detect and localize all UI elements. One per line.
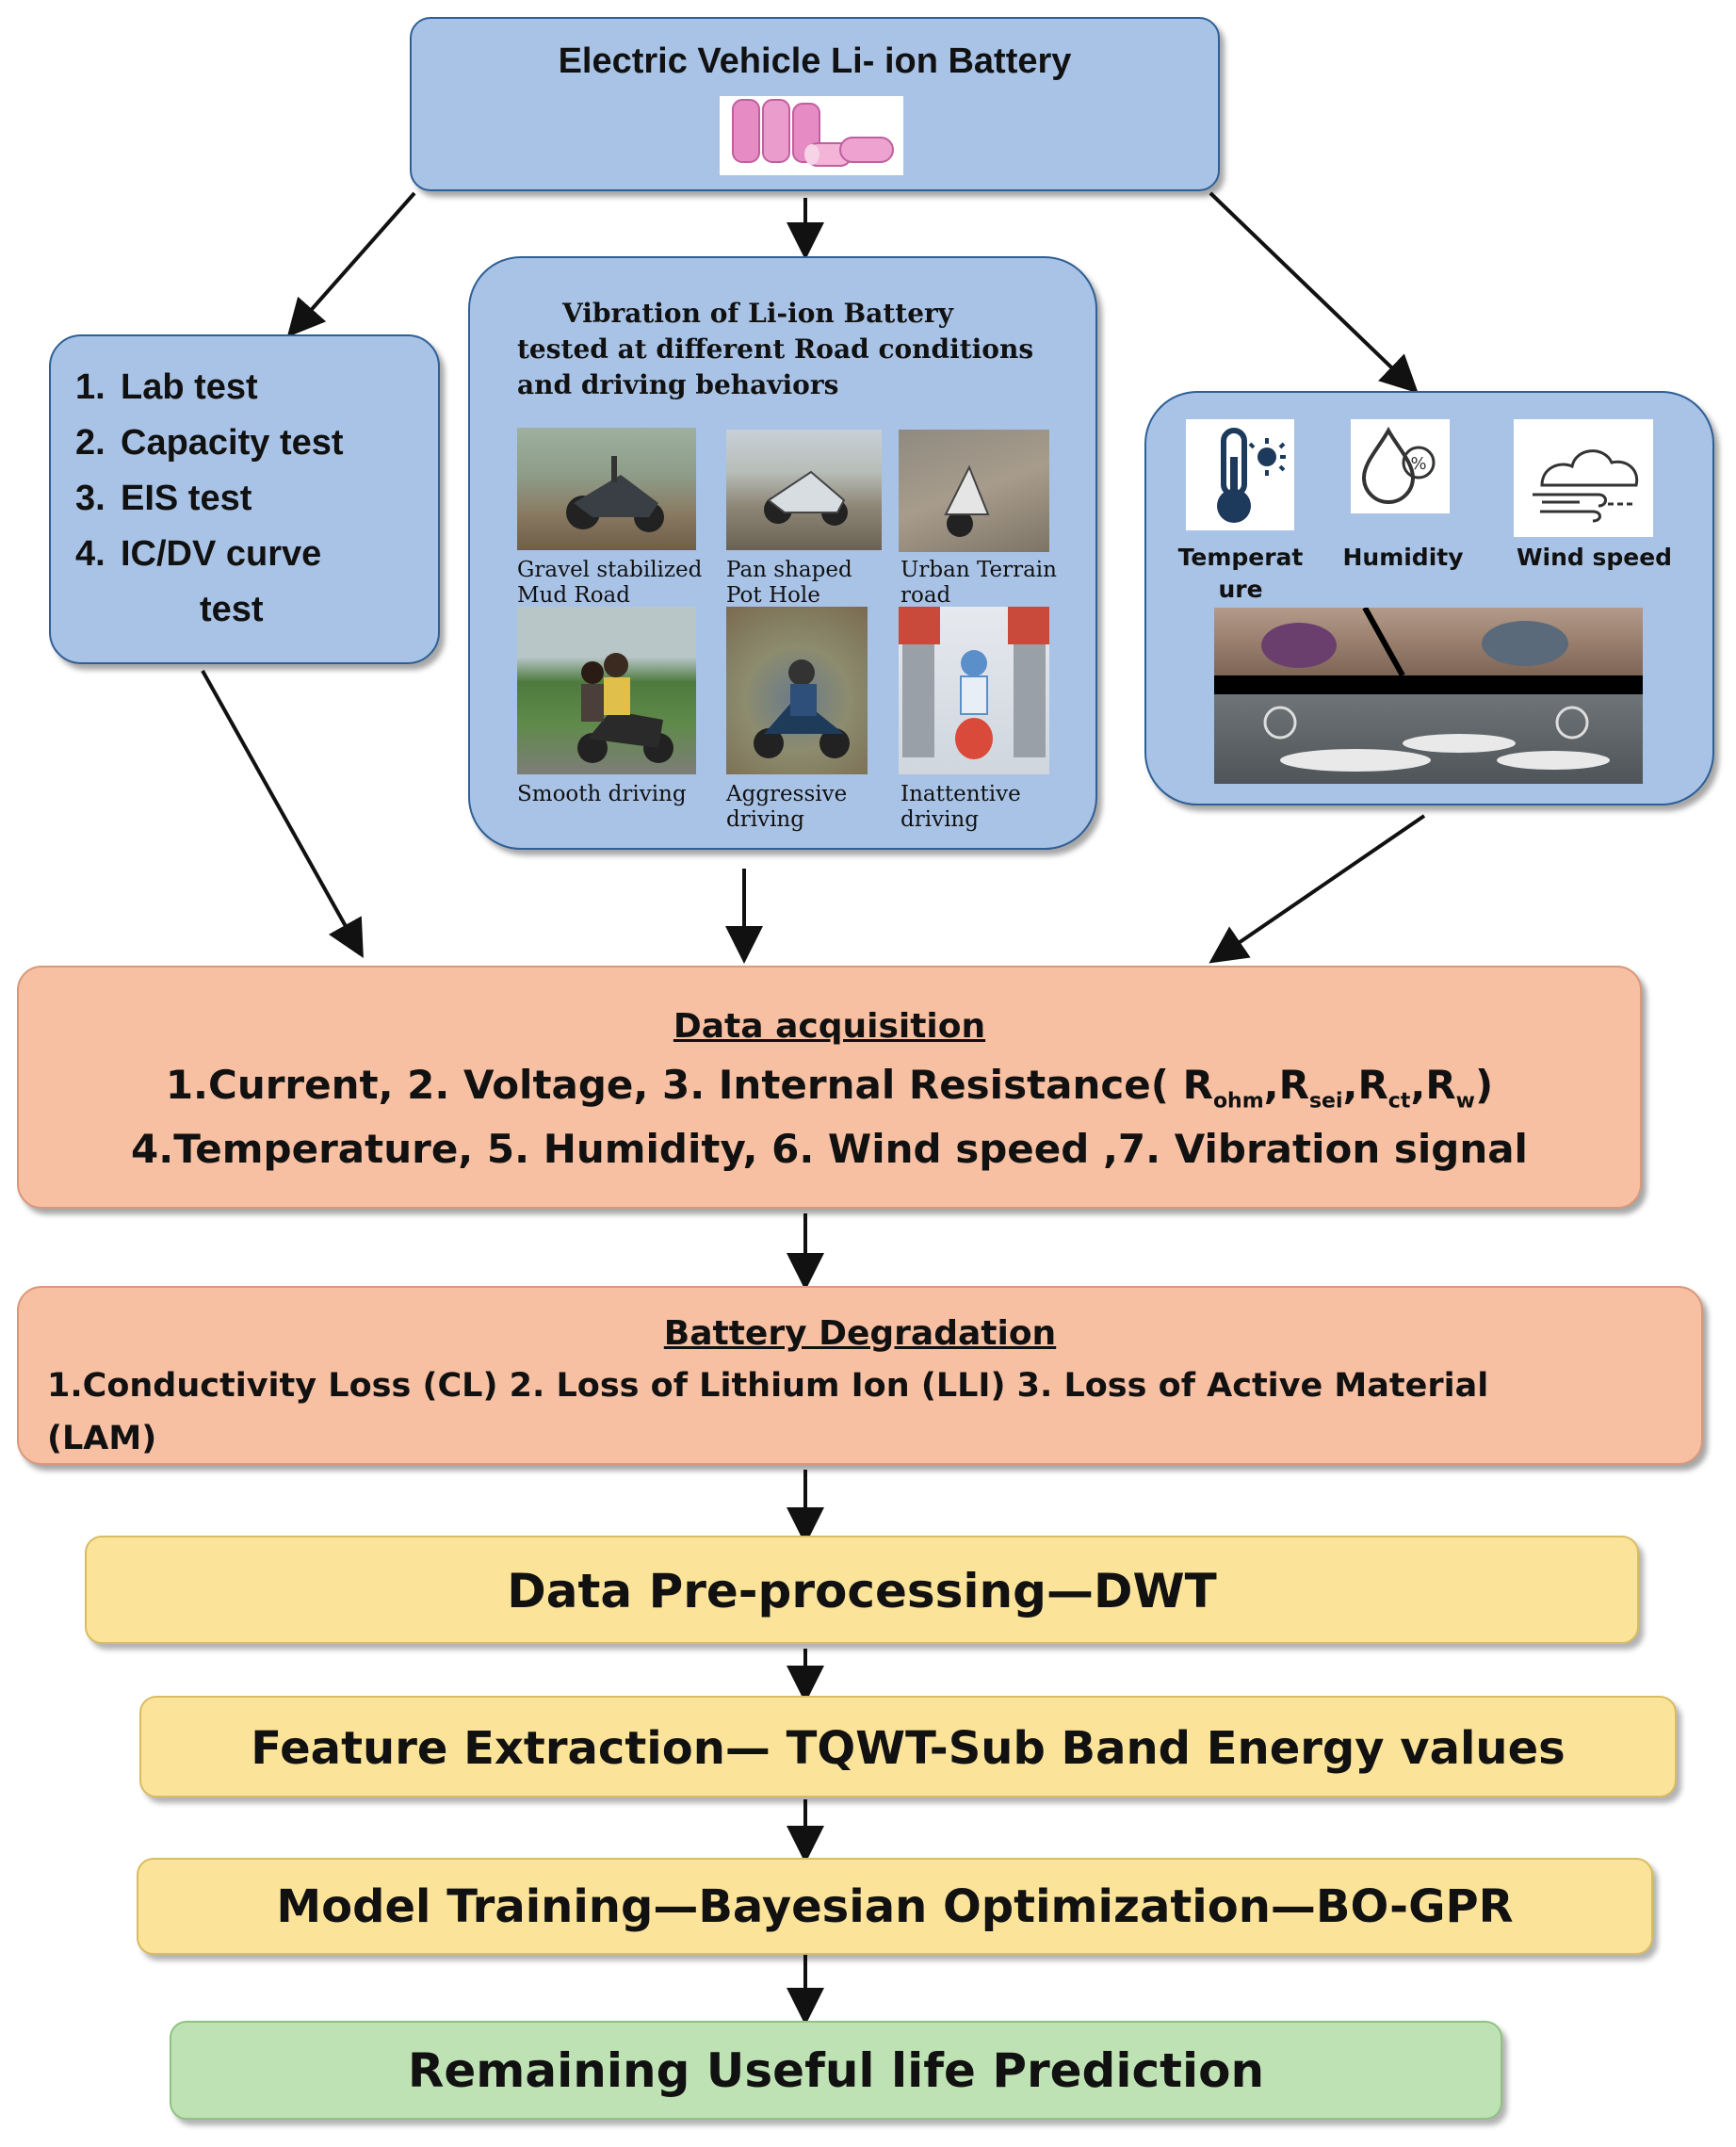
data-acquisition-title: Data acquisition — [673, 1007, 986, 1046]
model-training-label: Model Training—Bayesian Optimization—BO-… — [276, 1880, 1514, 1933]
humidity-label: Humidity — [1342, 544, 1464, 571]
lab-test-item: 2.Capacity test — [75, 423, 344, 463]
humidity-icon: % — [1351, 419, 1450, 513]
data-acquisition-line2: 4.Temperature, 5. Humidity, 6. Wind spee… — [131, 1126, 1528, 1172]
photo-pot-hole — [726, 430, 882, 550]
feature-extraction-box: Feature Extraction— TQWT-Sub Band Energy… — [139, 1696, 1677, 1797]
preprocessing-box: Data Pre-processing—DWT — [85, 1536, 1639, 1644]
model-training-box: Model Training—Bayesian Optimization—BO-… — [137, 1858, 1653, 1955]
vibration-title: Vibration of Li-ion Battery tested at di… — [517, 298, 1034, 400]
svg-text:%: % — [1410, 454, 1426, 474]
wind-icon — [1514, 419, 1653, 537]
battery-degradation-box: Battery Degradation 1.Conductivity Loss … — [17, 1286, 1703, 1465]
rul-prediction-box: Remaining Useful life Prediction — [170, 2021, 1502, 2120]
battery-degradation-line2: (LAM) — [47, 1420, 157, 1457]
wind-speed-label: Wind speed — [1516, 544, 1673, 571]
data-acquisition-box: Data acquisition 1.Current, 2. Voltage, … — [17, 966, 1642, 1209]
feature-extraction-label: Feature Extraction— TQWT-Sub Band Energy… — [251, 1722, 1566, 1775]
arrow-lab-to-acquisition — [201, 670, 364, 958]
battery-degradation-line1: 1.Conductivity Loss (CL) 2. Loss of Lith… — [47, 1367, 1489, 1405]
thermometer-icon — [1186, 419, 1294, 530]
lab-tests-box: 1.Lab test 2.Capacity test 3.EIS test 4.… — [49, 334, 440, 664]
photo-smooth-driving — [517, 607, 696, 774]
arrow-top-to-lab — [286, 191, 416, 337]
battery-cells-icon — [720, 96, 903, 175]
battery-degradation-title: Battery Degradation — [663, 1314, 1057, 1353]
photo-inattentive-driving — [899, 607, 1049, 774]
rul-prediction-label: Remaining Useful life Prediction — [407, 2043, 1265, 2098]
vibration-box: Vibration of Li-ion Battery tested at di… — [468, 256, 1097, 850]
lab-test-item: 4.IC/DV curve — [75, 534, 322, 574]
lab-test-item: 1.Lab test — [75, 367, 258, 407]
lab-test-item: test — [200, 590, 264, 629]
data-acquisition-line1: 1.Current, 2. Voltage, 3. Internal Resis… — [165, 1062, 1494, 1114]
sensor-photo-divider — [1214, 675, 1643, 694]
caption-smooth-driving: Smooth driving — [517, 782, 687, 806]
lab-test-item: 3.EIS test — [75, 479, 252, 518]
ev-battery-title: Electric Vehicle Li- ion Battery — [558, 41, 1072, 81]
preprocessing-label: Data Pre-processing—DWT — [507, 1564, 1217, 1618]
sensor-photo-battery-pack — [1214, 694, 1643, 784]
lab-tests-list: 1.Lab test 2.Capacity test 3.EIS test 4.… — [75, 360, 344, 638]
arrow-top-to-env — [1209, 191, 1419, 394]
ev-battery-box: Electric Vehicle Li- ion Battery — [410, 17, 1220, 191]
photo-gravel-road — [517, 428, 696, 550]
photo-aggressive-driving — [726, 607, 868, 774]
arrow-env-to-acquisition — [1209, 814, 1426, 964]
photo-urban-road — [899, 430, 1049, 552]
sensor-photo-motorbike — [1214, 608, 1643, 675]
